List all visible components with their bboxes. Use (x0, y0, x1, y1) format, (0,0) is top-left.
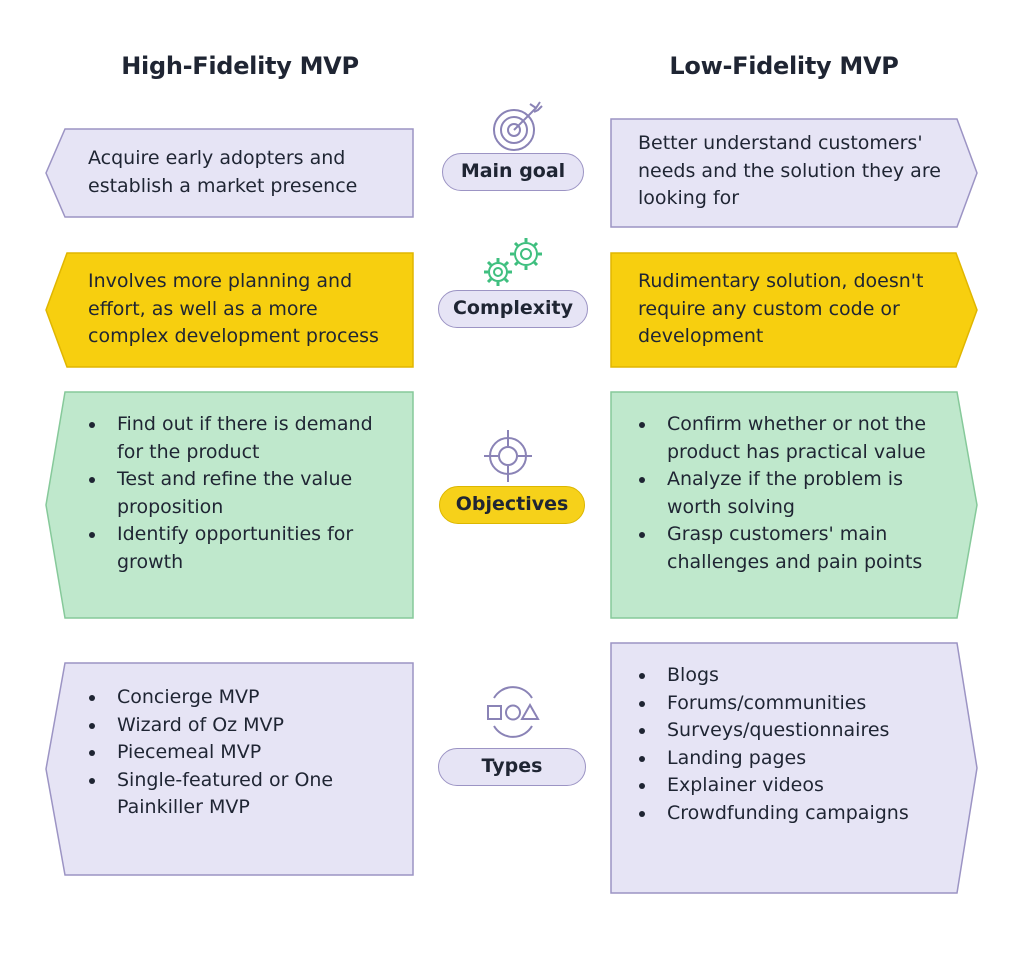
list-item: Explainer videos (638, 772, 960, 800)
complexity-right-text: Rudimentary solution, doesn't require an… (638, 270, 924, 347)
main-goal-label: Main goal (442, 153, 584, 191)
main-goal-left-box: Acquire early adopters and establish a m… (45, 128, 415, 218)
arrow-shape-right (610, 391, 978, 619)
list-item: Forums/communities (638, 690, 960, 718)
main-goal-right-box: Better understand customers' needs and t… (610, 118, 978, 228)
arrow-shape-left (45, 128, 414, 218)
types-left-list-wrap: Concierge MVP Wizard of Oz MVP Piecemeal… (88, 684, 403, 822)
types-right-box: Blogs Forums/communities Surveys/questio… (610, 642, 978, 894)
target-arrow-icon (490, 98, 550, 154)
list-item: Single-featured or One Painkiller MVP (88, 767, 403, 822)
types-right-list-wrap: Blogs Forums/communities Surveys/questio… (638, 662, 960, 827)
types-left-list: Concierge MVP Wizard of Oz MVP Piecemeal… (88, 684, 403, 822)
low-fidelity-title: Low-Fidelity MVP (669, 52, 899, 80)
gears-icon (474, 234, 552, 292)
crosshair-icon (482, 428, 534, 484)
main-goal-left-text: Acquire early adopters and establish a m… (88, 147, 358, 197)
complexity-left-box: Involves more planning and effort, as we… (45, 252, 415, 368)
main-goal-right-text: Better understand customers' needs and t… (638, 132, 941, 209)
objectives-left-list: Find out if there is demand for the prod… (88, 411, 403, 576)
list-item: Identify opportunities for growth (88, 521, 403, 576)
arrow-shape-left (45, 252, 414, 368)
types-right-list: Blogs Forums/communities Surveys/questio… (638, 662, 960, 827)
list-item: Find out if there is demand for the prod… (88, 411, 403, 466)
list-item: Grasp customers' main challenges and pai… (638, 521, 960, 576)
list-item: Confirm whether or not the product has p… (638, 411, 960, 466)
list-item: Landing pages (638, 745, 960, 773)
list-item: Analyze if the problem is worth solving (638, 466, 960, 521)
arrow-shape-right (610, 252, 978, 368)
list-item: Blogs (638, 662, 960, 690)
types-left-box: Concierge MVP Wizard of Oz MVP Piecemeal… (45, 662, 415, 876)
list-item: Wizard of Oz MVP (88, 712, 403, 740)
list-item: Crowdfunding campaigns (638, 800, 960, 828)
objectives-label: Objectives (439, 486, 585, 524)
arrow-shape-right (610, 118, 978, 228)
objectives-left-list-wrap: Find out if there is demand for the prod… (88, 411, 403, 576)
types-label: Types (438, 748, 586, 786)
list-item: Piecemeal MVP (88, 739, 403, 767)
complexity-left-text: Involves more planning and effort, as we… (88, 270, 379, 347)
arrow-shape-left (45, 391, 414, 619)
shapes-cycle-icon (484, 684, 542, 740)
list-item: Test and refine the value proposition (88, 466, 403, 521)
arrow-shape-right (610, 642, 978, 894)
complexity-right-box: Rudimentary solution, doesn't require an… (610, 252, 978, 368)
objectives-right-list: Confirm whether or not the product has p… (638, 411, 960, 576)
list-item: Concierge MVP (88, 684, 403, 712)
high-fidelity-title: High-Fidelity MVP (121, 52, 359, 80)
list-item: Surveys/questionnaires (638, 717, 960, 745)
objectives-right-box: Confirm whether or not the product has p… (610, 391, 978, 619)
arrow-shape-left (45, 662, 414, 876)
objectives-right-list-wrap: Confirm whether or not the product has p… (638, 411, 960, 576)
complexity-label: Complexity (438, 290, 588, 328)
objectives-left-box: Find out if there is demand for the prod… (45, 391, 415, 619)
